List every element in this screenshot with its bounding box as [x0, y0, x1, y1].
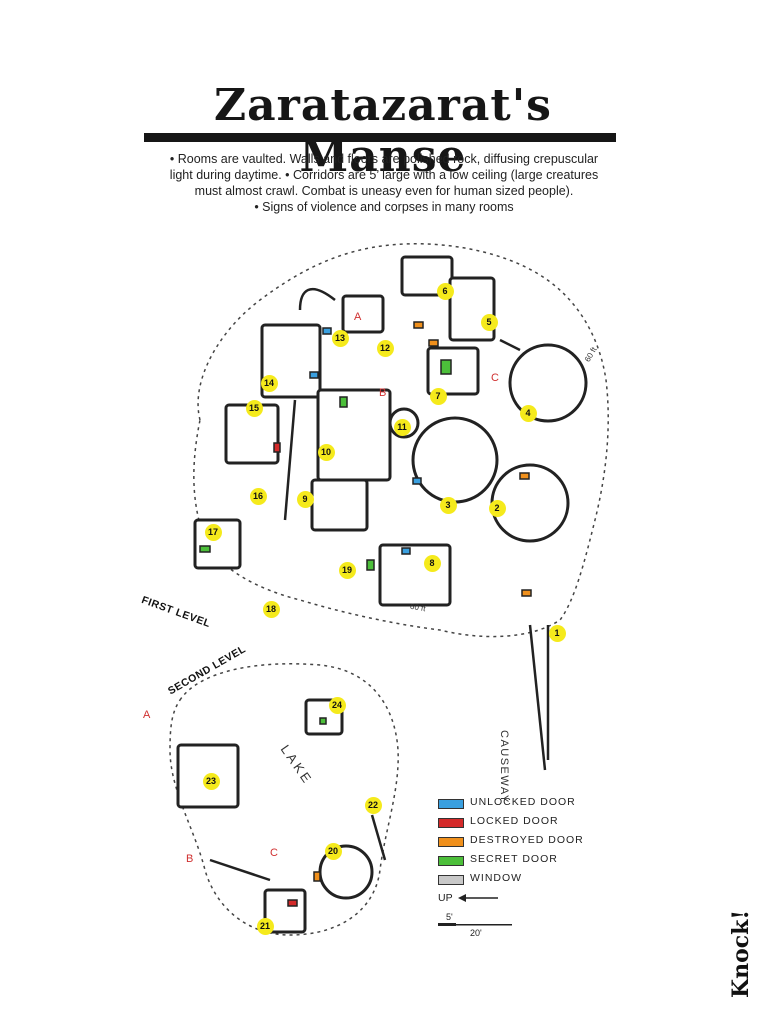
- locked-door: [273, 442, 281, 453]
- description-line: must almost crawl. Combat is uneasy even…: [194, 184, 574, 198]
- legend-item-window: WINDOW: [438, 872, 588, 892]
- destroyed-door: [521, 589, 532, 597]
- room-marker: 3: [439, 496, 457, 514]
- corridor-east: [499, 338, 521, 352]
- room-marker: 23: [202, 772, 220, 790]
- legend-label: UNLOCKED DOOR: [470, 796, 576, 808]
- room-marker: 4: [519, 404, 537, 422]
- room-marker: 2: [488, 499, 506, 517]
- unlocked-door: [401, 547, 411, 555]
- legend-swatch: [438, 818, 464, 828]
- unlocked-door: [309, 371, 319, 379]
- room-4-shape: [508, 343, 588, 423]
- legend-item-destroyed-door: DESTROYED DOOR: [438, 834, 588, 854]
- legend-label: DESTROYED DOOR: [470, 834, 584, 846]
- room-marker: 20: [324, 842, 342, 860]
- stair-ref: B: [379, 387, 387, 399]
- room-13-shape: [341, 294, 385, 334]
- destroyed-door: [428, 339, 439, 347]
- brand-logo: Knock!: [728, 909, 754, 998]
- room-marker: 1: [548, 624, 566, 642]
- legend-swatch: [438, 799, 464, 809]
- room-marker: 10: [317, 443, 335, 461]
- corridor-b-stair: [209, 858, 271, 882]
- corridor-causeway: [528, 624, 547, 771]
- room-marker: 7: [429, 387, 447, 405]
- scale-small-label: 5': [446, 912, 453, 922]
- room-marker: 8: [423, 554, 441, 572]
- locked-door: [287, 899, 298, 907]
- room-marker: 15: [245, 399, 263, 417]
- room-marker: 22: [364, 796, 382, 814]
- destroyed-door: [519, 472, 530, 480]
- room-marker: 12: [376, 339, 394, 357]
- corridor-stair-a: [298, 288, 336, 311]
- room-9-shape: [310, 478, 369, 532]
- title-underline: [144, 133, 616, 142]
- legend-label: LOCKED DOOR: [470, 815, 559, 827]
- legend-label: WINDOW: [470, 872, 523, 884]
- up-label: UP: [438, 892, 453, 904]
- description: • Rooms are vaulted. Walls and floors ar…: [140, 151, 628, 215]
- scale-large-label: 20': [470, 928, 482, 938]
- legend-label: SECRET DOOR: [470, 853, 558, 865]
- up-arrow-icon: [458, 894, 498, 902]
- room-7-shape: [426, 346, 480, 396]
- room-marker: 16: [249, 487, 267, 505]
- stair-ref: A: [143, 709, 151, 721]
- second-level-outline: [169, 663, 399, 936]
- room-marker: 18: [262, 600, 280, 618]
- legend-swatch: [438, 837, 464, 847]
- description-line: • Rooms are vaulted. Walls and floors ar…: [169, 152, 599, 166]
- scale-bar: [438, 923, 512, 926]
- corridor-22: [370, 814, 387, 861]
- room-marker: 9: [296, 490, 314, 508]
- room-3-shape: [411, 416, 499, 504]
- stair-ref: C: [270, 847, 278, 859]
- causeway-label: CAUSEWAY: [498, 730, 510, 804]
- legend-swatch: [438, 875, 464, 885]
- legend-item-locked-door: LOCKED DOOR: [438, 815, 588, 835]
- description-line: light during daytime. • Corridors are 5’…: [169, 168, 599, 182]
- corridor-main-west: [283, 399, 297, 521]
- room-marker: 24: [328, 696, 346, 714]
- room-marker: 5: [480, 313, 498, 331]
- destroyed-door: [413, 321, 424, 329]
- secret-door: [440, 359, 452, 375]
- room-marker: 14: [260, 374, 278, 392]
- destroyed-door: [313, 871, 321, 882]
- description-line: • Signs of violence and corpses in many …: [254, 200, 514, 214]
- secret-door: [199, 545, 211, 553]
- legend-swatch: [438, 856, 464, 866]
- room-marker: 6: [436, 282, 454, 300]
- unlocked-door: [322, 327, 332, 335]
- secret-door: [319, 717, 327, 725]
- room-marker: 17: [204, 523, 222, 541]
- legend-item-unlocked-door: UNLOCKED DOOR: [438, 796, 588, 816]
- room-marker: 19: [338, 561, 356, 579]
- room-8-shape: [378, 543, 452, 607]
- room-marker: 11: [393, 418, 411, 436]
- stair-ref: A: [354, 311, 362, 323]
- legend-item-secret-door: SECRET DOOR: [438, 853, 588, 873]
- secret-door: [366, 559, 375, 571]
- stair-ref: B: [186, 853, 194, 865]
- room-10-shape: [316, 388, 392, 482]
- legend: UNLOCKED DOOR LOCKED DOOR DESTROYED DOOR…: [438, 796, 588, 892]
- room-marker: 13: [331, 329, 349, 347]
- room-marker: 21: [256, 917, 274, 935]
- stair-ref: C: [491, 372, 499, 384]
- secret-door: [339, 396, 348, 408]
- unlocked-door: [412, 477, 422, 485]
- room-6b-shape: [448, 276, 496, 342]
